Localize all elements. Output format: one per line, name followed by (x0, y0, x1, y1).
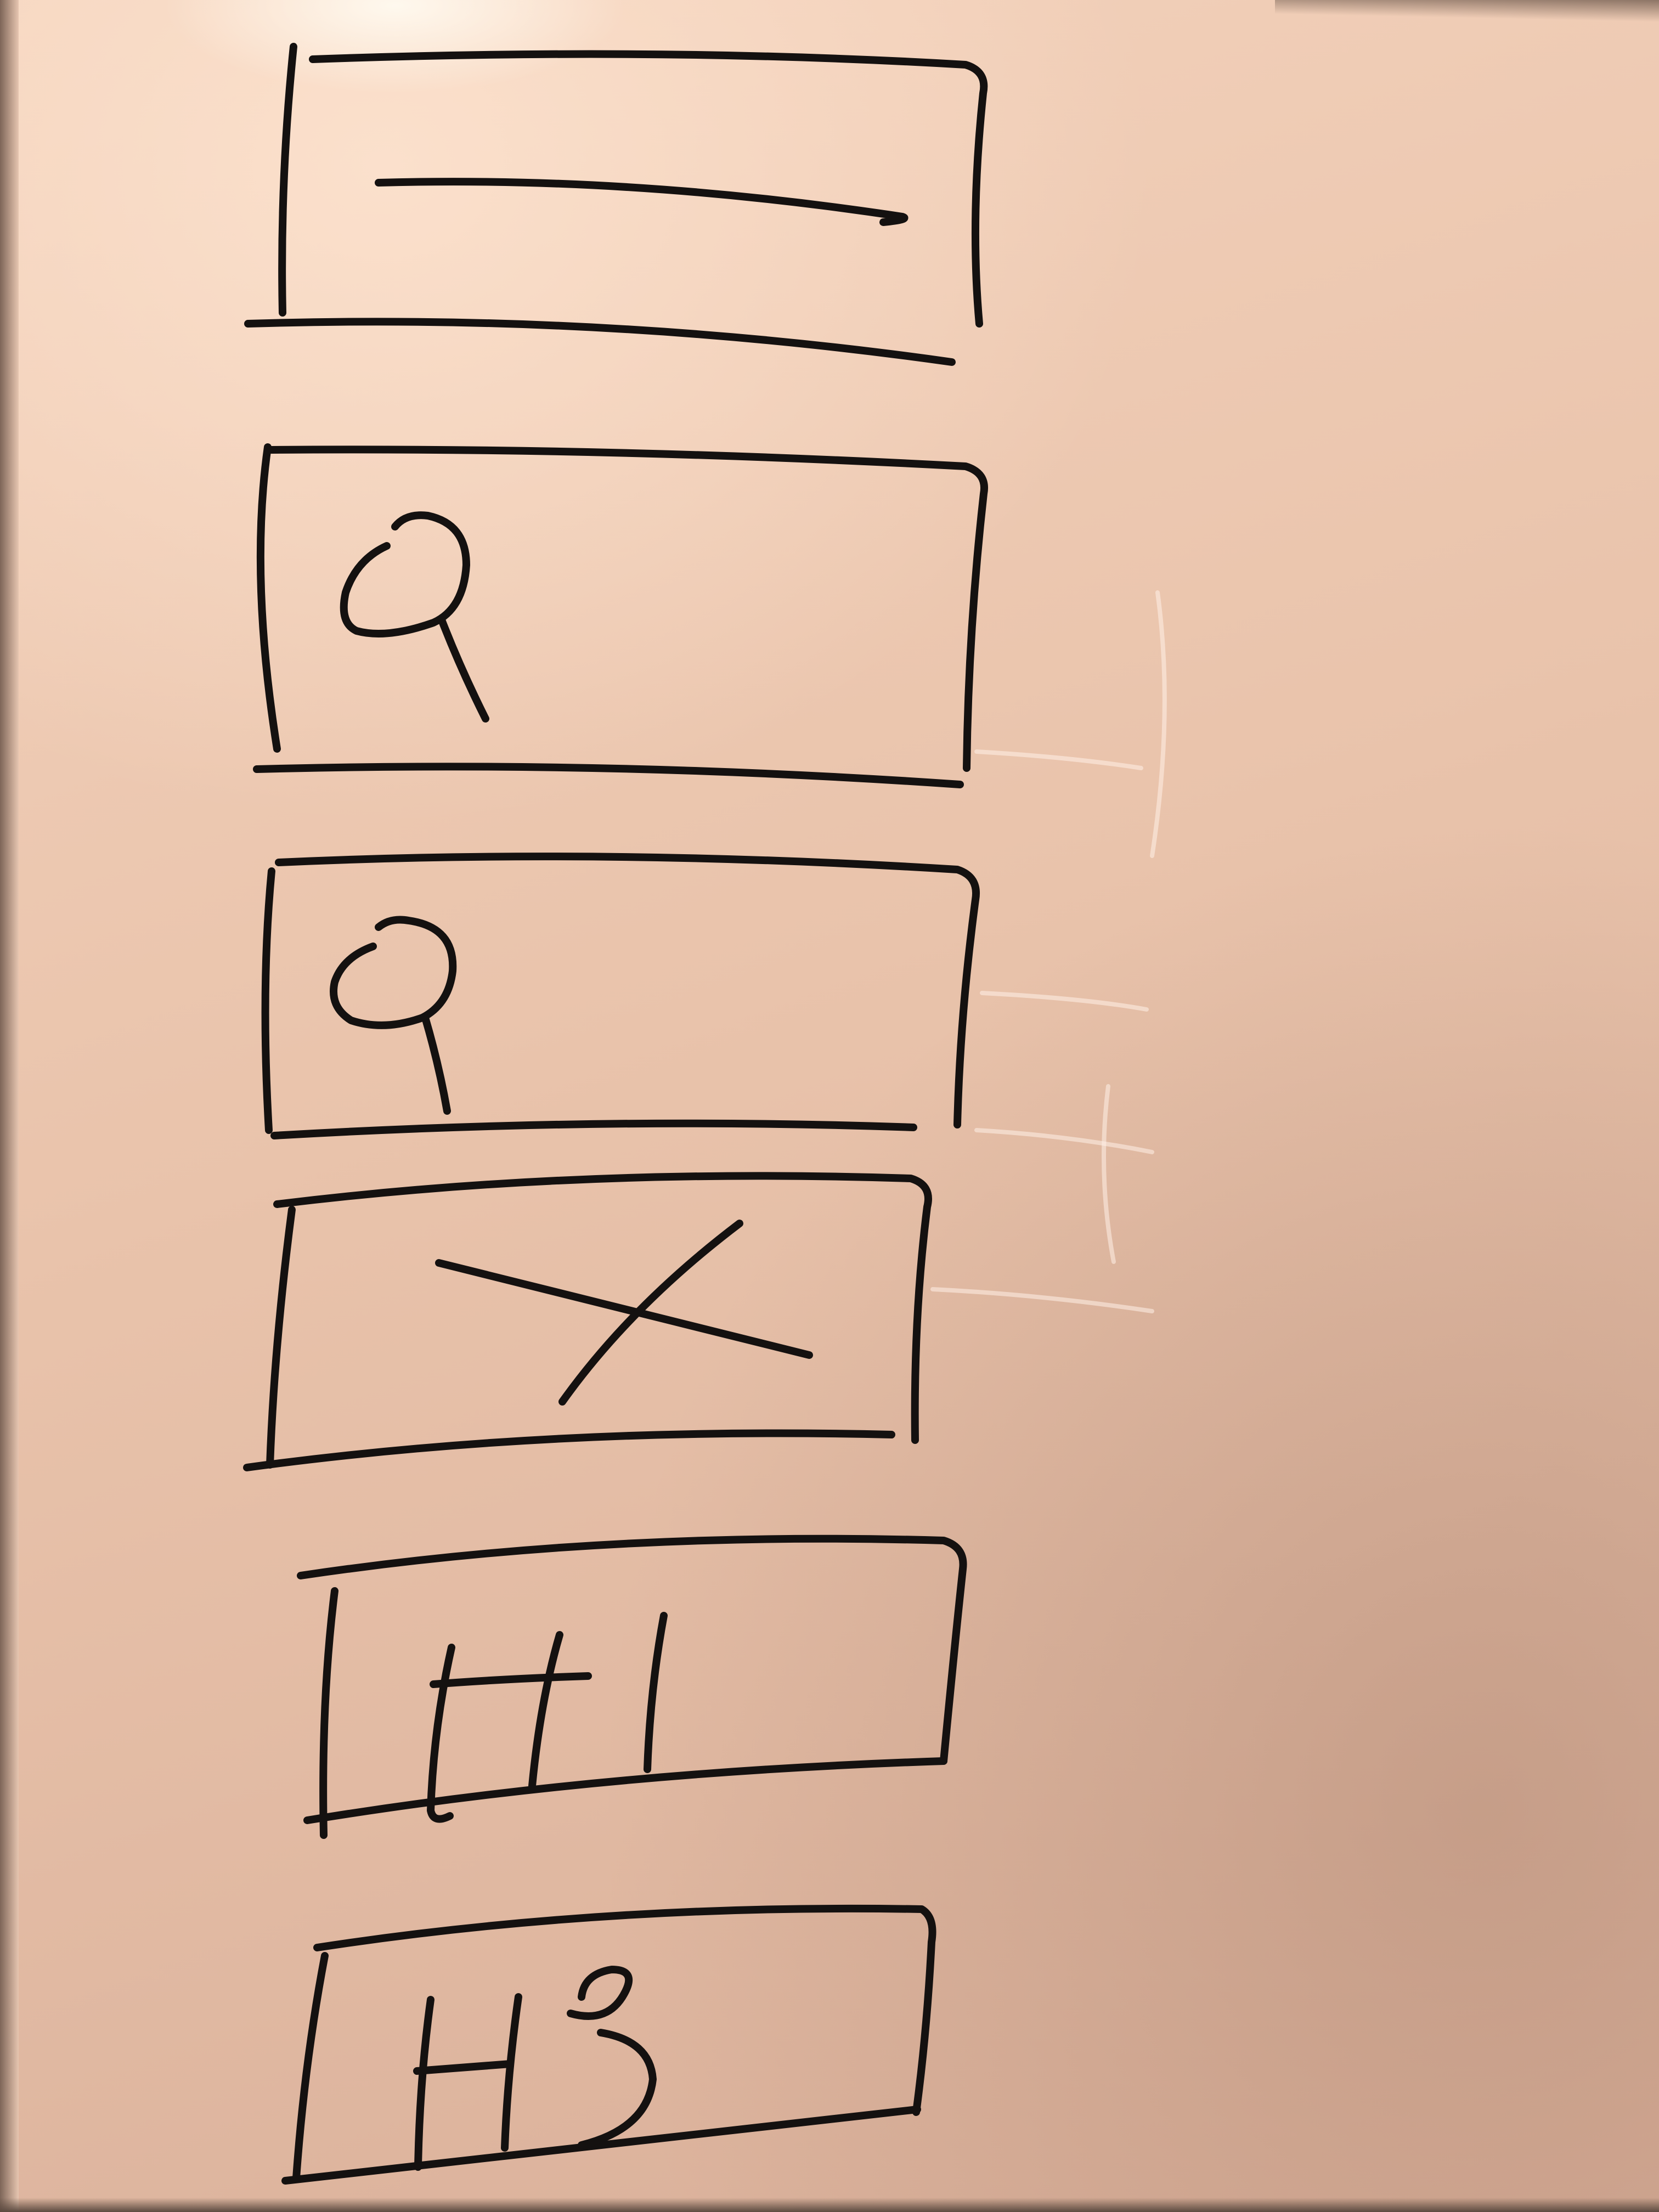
search-icon (340, 511, 489, 723)
erased-marker-traces (930, 590, 1167, 1313)
sketch-box-search-large (253, 443, 988, 788)
sketch-box-search-small (261, 853, 980, 1139)
heading-h3-label (413, 1966, 657, 2171)
search-icon (330, 916, 457, 1115)
heading-h1-label (427, 1612, 668, 1823)
close-icon (435, 1220, 813, 1406)
sketch-box-close (243, 1172, 932, 1471)
sketch-box-h3 (281, 1904, 936, 2185)
sketch-box-line (244, 43, 988, 366)
horizontal-line-icon (375, 178, 909, 226)
whiteboard-frame-bottom (0, 2198, 1659, 2212)
whiteboard-frame-left (0, 0, 19, 2212)
sketch-box-h1 (297, 1534, 967, 1839)
